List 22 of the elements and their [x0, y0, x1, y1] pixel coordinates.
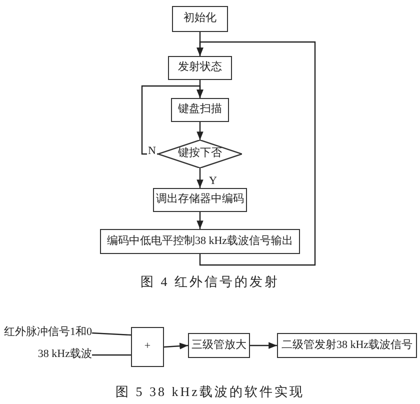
arrow [141, 85, 204, 155]
arrow [196, 41, 316, 266]
figure-caption: 图 4 红外信号的发射 [140, 273, 280, 291]
process-box: + [131, 327, 164, 367]
process-box: 二级管发射38 kHz载波信号 [277, 333, 417, 358]
signal-label: 红外脉冲信号1和0 [0, 325, 92, 341]
arrow [196, 122, 204, 140]
figure-caption: 图 5 38 kHz载波的软件实现 [114, 383, 306, 401]
process-box: 键盘扫描 [171, 98, 229, 122]
arrow [164, 342, 188, 350]
process-box: 调出存储器中编码 [153, 188, 247, 212]
signal-label: 38 kHz载波 [30, 347, 92, 363]
arrow [250, 342, 277, 349]
arrow [196, 212, 204, 229]
process-box: 初始化 [172, 6, 228, 32]
process-box: 三级管放大 [188, 333, 250, 358]
process-box: 发射状态 [168, 56, 232, 80]
arrow [196, 168, 204, 188]
edge-label: Y [208, 176, 218, 187]
process-box: 编码中低电平控制38 kHz载波信号输出 [100, 229, 300, 254]
edge-label: N [147, 146, 157, 157]
decision-diamond: 键按下否 [158, 140, 242, 168]
